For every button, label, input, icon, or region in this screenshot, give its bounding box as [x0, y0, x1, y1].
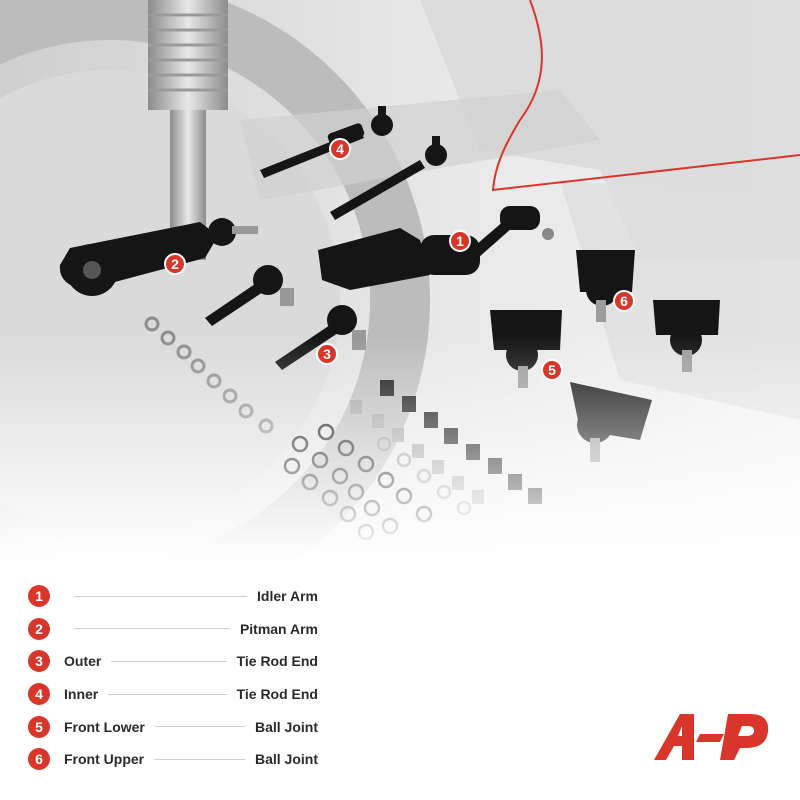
legend-number: 1 — [28, 585, 50, 608]
legend-divider — [111, 660, 227, 662]
legend-position: Inner — [64, 686, 99, 703]
legend-row: 4 Inner Tie Rod End — [28, 678, 318, 711]
legend-row: 1 Idler Arm — [28, 580, 318, 613]
callout-2: 2 — [164, 253, 186, 275]
legend-number: 2 — [28, 617, 50, 640]
legend-row: 5 Front Lower Ball Joint — [28, 710, 318, 743]
scene-illustration — [0, 0, 800, 560]
brand-logo-icon — [650, 708, 774, 764]
legend-position: Outer — [64, 653, 102, 670]
callout-4: 4 — [329, 138, 351, 160]
callout-3: 3 — [316, 343, 338, 365]
legend-position: Front Upper — [64, 751, 145, 768]
legend-number: 3 — [28, 650, 50, 673]
callout-6: 6 — [613, 290, 635, 312]
callout-1: 1 — [449, 230, 471, 252]
legend-row: 3 Outer Tie Rod End — [28, 645, 318, 678]
legend-position: Front Lower — [64, 718, 145, 735]
legend-part-name: Ball Joint — [254, 751, 318, 768]
parts-legend: 1 Idler Arm 2 Pitman Arm 3 Outer Tie Rod… — [28, 580, 318, 776]
legend-number: 6 — [28, 748, 50, 771]
legend-row: 6 Front Upper Ball Joint — [28, 743, 318, 776]
product-scene: 1 2 3 4 5 6 — [0, 0, 800, 560]
legend-part-name: Tie Rod End — [236, 686, 318, 703]
legend-number: 5 — [28, 715, 50, 738]
legend-divider — [74, 595, 248, 597]
legend-number: 4 — [28, 683, 50, 706]
legend-divider — [74, 628, 230, 630]
legend-part-name: Idler Arm — [257, 588, 318, 605]
legend-divider — [154, 726, 245, 728]
legend-divider — [108, 693, 227, 695]
callout-5: 5 — [541, 359, 563, 381]
legend-part-name: Tie Rod End — [236, 653, 318, 670]
legend-divider — [154, 758, 245, 760]
legend-part-name: Pitman Arm — [239, 620, 318, 637]
legend-row: 2 Pitman Arm — [28, 613, 318, 646]
legend-part-name: Ball Joint — [254, 718, 318, 735]
